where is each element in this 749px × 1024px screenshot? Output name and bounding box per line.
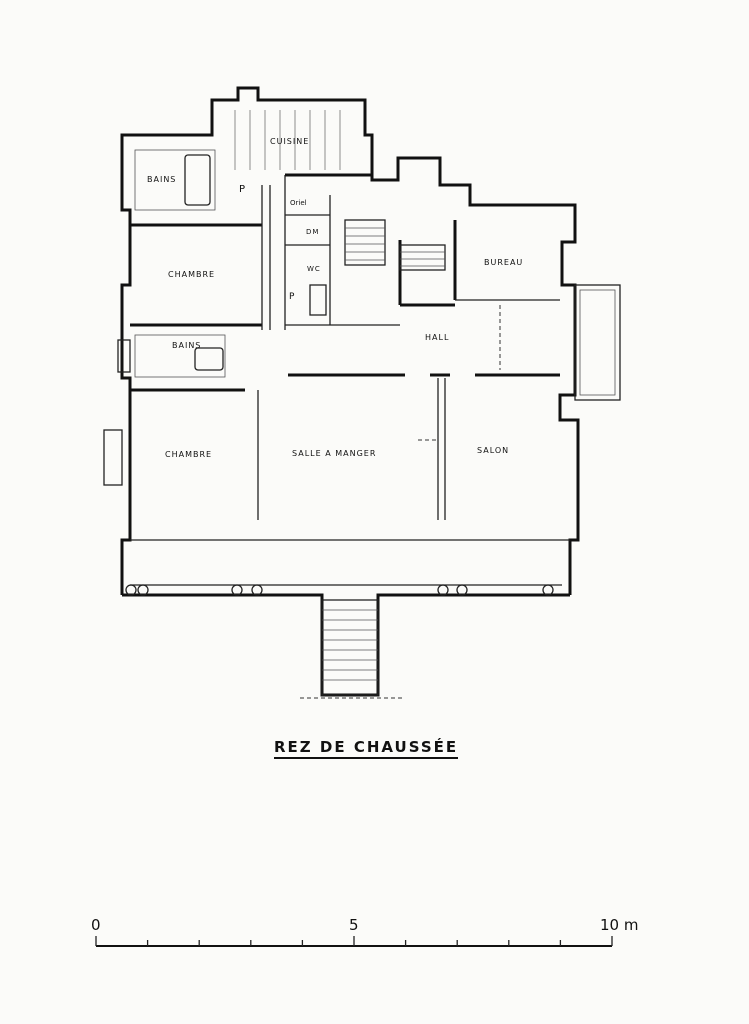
room-label-hall: HALL: [425, 333, 450, 342]
bathroom-fixtures: [134, 149, 327, 378]
room-label-chambre-2: CHAMBRE: [165, 450, 213, 459]
scale-label-10m: 10 m: [600, 916, 639, 934]
scale-label-0: 0: [91, 916, 101, 934]
room-label-salon: SALON: [477, 446, 510, 455]
room-label-bureau: BUREAU: [484, 258, 524, 267]
interior-walls: [130, 173, 560, 520]
room-label-dm: DM: [306, 228, 320, 236]
front-planters: [125, 584, 554, 596]
front-stairs: [300, 599, 405, 699]
room-label-p-1: P: [239, 184, 247, 195]
room-label-wc: WC: [307, 265, 321, 273]
room-label-bains-1: BAINS: [147, 175, 177, 184]
terrace-porch: [574, 284, 621, 401]
interior-stairs: [344, 219, 446, 271]
room-label-p-2: P: [289, 292, 296, 302]
room-label-salle-a-manger: SALLE A MANGER: [292, 449, 377, 458]
scale-bar: [95, 936, 613, 947]
plan-title: REZ DE CHAUSSÉE: [274, 738, 459, 759]
window-bays: [103, 339, 131, 486]
room-label-chambre-1: CHAMBRE: [168, 270, 216, 279]
room-label-cuisine: CUISINE: [270, 137, 310, 146]
kitchen-hatching: [234, 110, 341, 170]
room-label-bains-2: BAINS: [172, 341, 202, 350]
scale-label-5: 5: [349, 916, 359, 934]
room-label-oriel: Oriel: [290, 199, 307, 207]
